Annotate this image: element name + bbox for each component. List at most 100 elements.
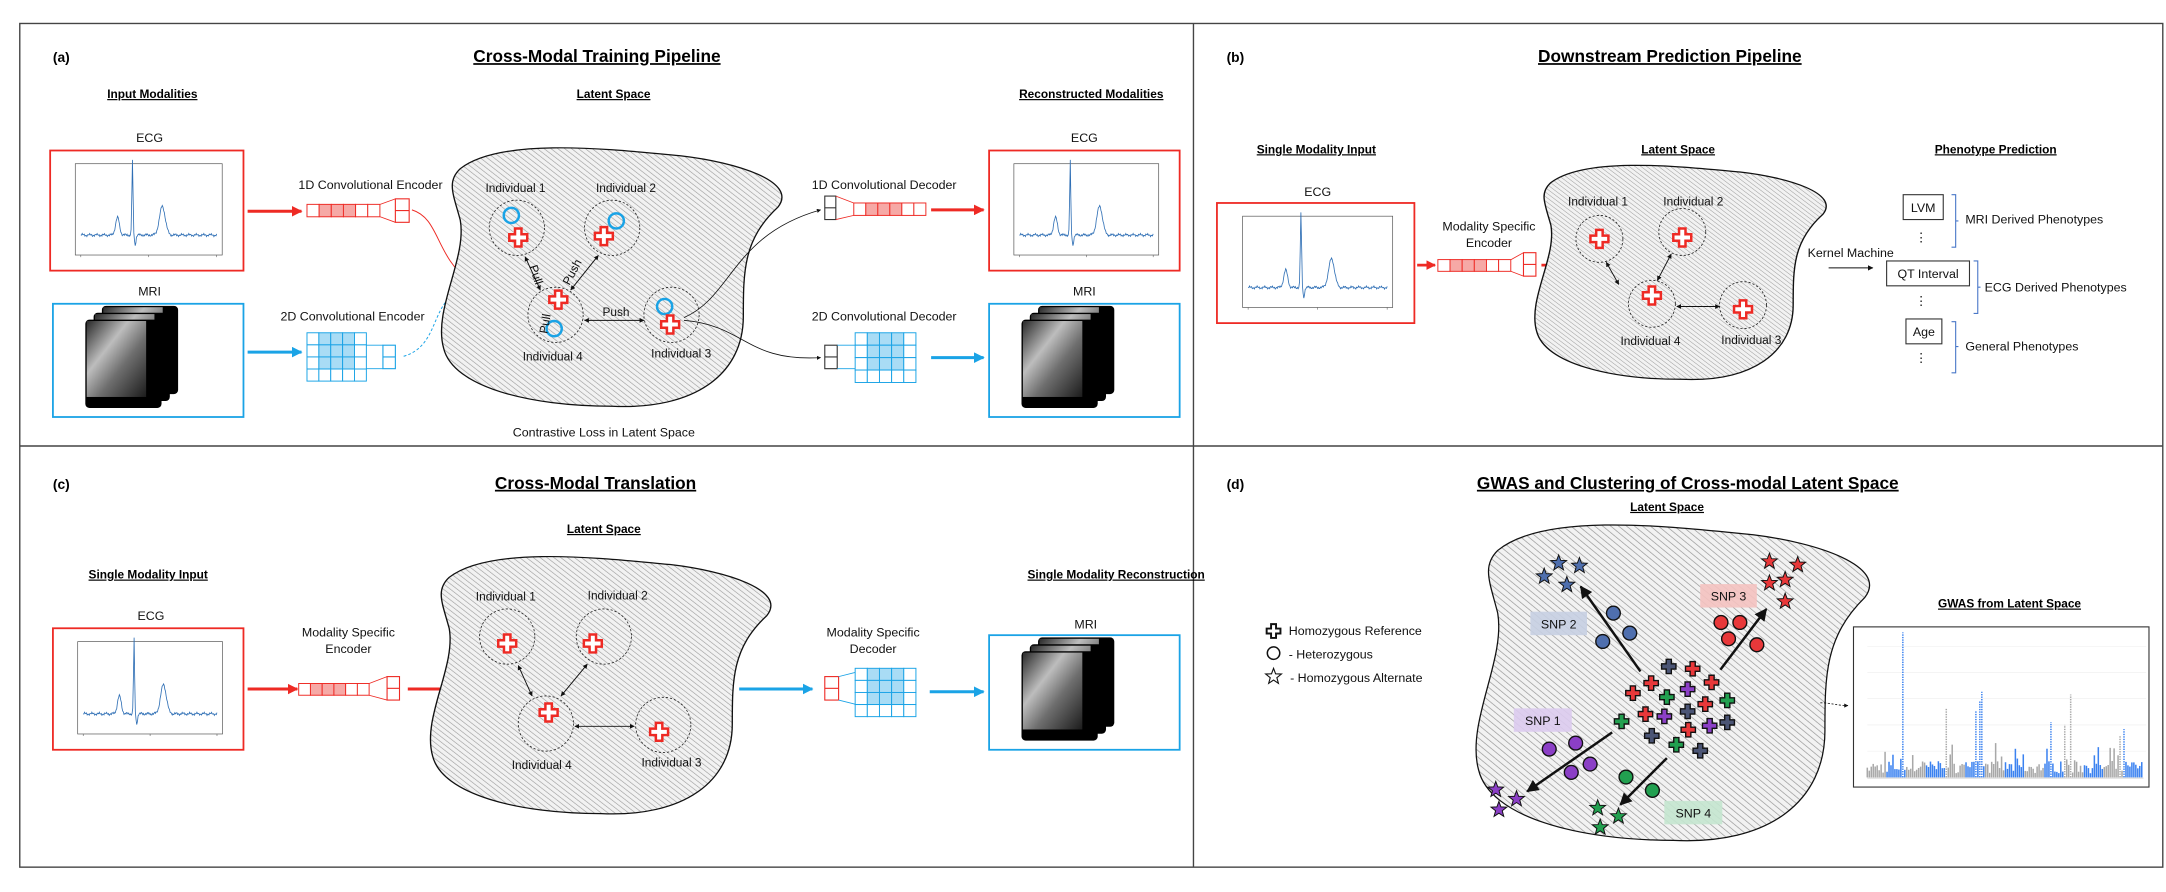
feature-cell: [903, 332, 917, 346]
individual-boundary: [1575, 214, 1624, 263]
homozygous-alternate-star: [1507, 789, 1526, 807]
individual-1-label: Individual 1: [485, 181, 545, 195]
homozygous-reference-cross: [1668, 736, 1685, 753]
feature-cell: [1437, 259, 1451, 272]
funnel-lines: [838, 672, 856, 705]
individual-4-label: Individual 4: [512, 758, 572, 772]
heterozygous-circle: [1582, 756, 1598, 772]
homozygous-reference-cross: [1679, 681, 1696, 697]
header-single-modality-input: Single Modality Input: [89, 568, 208, 582]
snp-4-label: SNP 4: [1675, 806, 1711, 820]
ecg-embedding-cross-icon: [659, 314, 681, 335]
heterozygous-circle: [1732, 614, 1748, 631]
feature-cell: [854, 704, 868, 718]
phenotype-qt-interval: QT Interval ⋮ ECG Derived Phenotypes: [1886, 260, 2127, 314]
ecg-embedding-cross-icon: [593, 225, 615, 247]
ecg-plot: [1013, 159, 1160, 258]
feature-cell: [306, 332, 320, 346]
input-mri-label: MRI: [138, 284, 161, 298]
gwas-title: GWAS from Latent Space: [1938, 597, 2081, 611]
heterozygous-circle-icon: [1266, 646, 1281, 661]
panel-title: Cross-Modal Training Pipeline: [473, 46, 720, 66]
feature-cell: [891, 691, 905, 706]
blue-curve-arrow: [403, 287, 468, 357]
ecg-embedding-cross-icon: [538, 702, 559, 723]
mri-image-stack: [1021, 637, 1115, 741]
double-arrow: [1605, 261, 1620, 285]
legend-homozygous-reference: Homozygous Reference: [1289, 624, 1422, 638]
feature-cell: [854, 369, 868, 383]
feature-cell: [889, 202, 903, 216]
heterozygous-circle: [1644, 782, 1661, 798]
heterozygous-circle: [1618, 769, 1634, 785]
funnel-lines: [380, 198, 396, 223]
feature-cell: [330, 344, 344, 358]
homozygous-reference-cross: [1659, 689, 1675, 705]
panel-title: GWAS and Clustering of Cross-modal Laten…: [1477, 473, 1899, 493]
individual-1-label: Individual 1: [1568, 195, 1628, 209]
heterozygous-circle: [1622, 625, 1638, 641]
feature-cell: [298, 683, 311, 696]
feature-cell: [878, 679, 893, 693]
feature-cell: [318, 203, 332, 218]
header-single-modality-input: Single Modality Input: [1257, 142, 1376, 156]
feature-cell: [866, 357, 880, 371]
heterozygous-circle: [1749, 637, 1765, 653]
ecg-axes: [77, 641, 223, 735]
phenotype-group-general: General Phenotypes: [1965, 340, 2078, 354]
homozygous-reference-cross: [1660, 658, 1677, 675]
header-phenotype-prediction: Phenotype Prediction: [1935, 142, 2057, 156]
homozygous-reference-cross: [1643, 727, 1660, 744]
individual: [479, 608, 536, 665]
double-arrow: [517, 665, 533, 697]
homozygous-reference-cross: [1719, 692, 1736, 709]
pull-label: Pull: [526, 263, 545, 286]
homozygous-alternate-star: [1588, 798, 1607, 816]
feature-cell: [318, 332, 332, 346]
feature-cell: [854, 679, 868, 693]
feature-cell: [866, 704, 880, 718]
heterozygous-circle: [1605, 605, 1622, 621]
feature-cell: [345, 683, 358, 696]
encoder-1d-label: 1D Convolutional Encoder: [298, 178, 442, 192]
ecg-embedding-cross-icon: [648, 721, 670, 743]
latent-vector: [1522, 252, 1537, 277]
individual: [643, 286, 700, 343]
funnel-lines: [366, 344, 383, 370]
homozygous-alternate-star: [1591, 817, 1610, 836]
double-arrow: [1656, 253, 1672, 281]
feature-cell: [306, 356, 320, 370]
mri-slice-image: [1022, 652, 1083, 730]
feature-cell: [330, 356, 344, 370]
heterozygous-circle: [1720, 631, 1737, 647]
panel-label: (d): [1227, 477, 1245, 492]
snp-1-label: SNP 1: [1525, 714, 1561, 728]
ecg-axes: [1013, 163, 1160, 256]
feature-cell: [903, 369, 917, 383]
header-latent-space: Latent Space: [1630, 500, 1704, 514]
ecg-embedding-cross-icon: [1672, 227, 1693, 248]
individual: [575, 608, 632, 665]
individual-2-label: Individual 2: [588, 588, 648, 602]
homozygous-reference-cross: [1625, 685, 1641, 701]
mri-embedding-circle-icon: [502, 206, 521, 225]
double-arrow: [524, 256, 541, 291]
feature-cell: [878, 704, 893, 718]
feature-cell: [342, 344, 355, 358]
individual: [635, 696, 692, 753]
header-latent-space: Latent Space: [577, 87, 651, 101]
homozygous-alternate-star: [1570, 556, 1589, 574]
feature-cell: [891, 679, 905, 693]
heterozygous-circle: [1595, 633, 1611, 650]
individual-boundary: [517, 695, 574, 752]
feature-cell: [342, 368, 355, 382]
ecg-embedding-cross-icon: [582, 633, 604, 654]
input-ecg-label: ECG: [138, 609, 165, 623]
individual: [517, 695, 574, 752]
feature-cell: [854, 344, 868, 359]
ellipsis: ⋮: [1915, 231, 1927, 245]
homozygous-alternate-star: [1609, 806, 1628, 825]
panel-label: (b): [1227, 50, 1245, 65]
header-reconstructed-modalities: Reconstructed Modalities: [1019, 87, 1164, 101]
